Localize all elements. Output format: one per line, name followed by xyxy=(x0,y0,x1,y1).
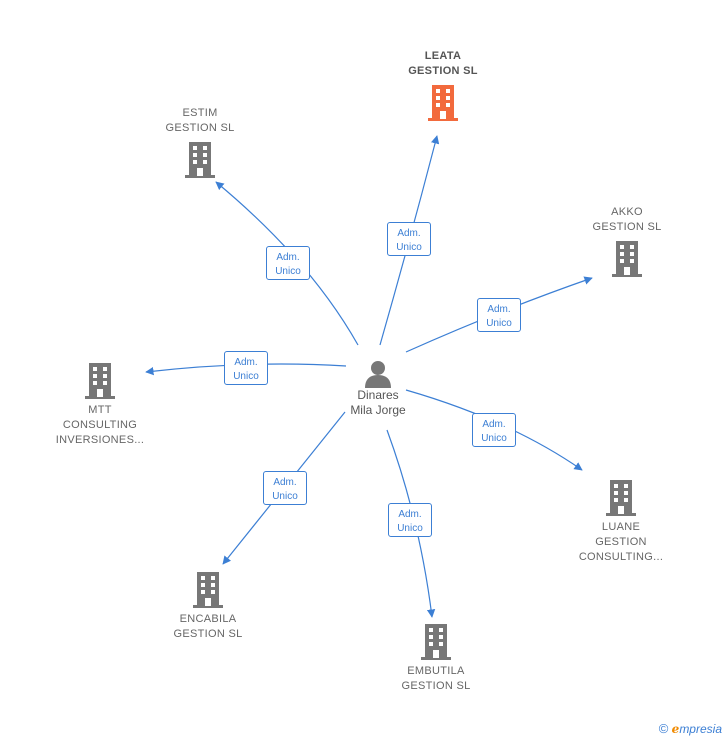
building-icon xyxy=(606,480,636,516)
relation-label-mtt[interactable]: Adm.Unico xyxy=(224,351,268,385)
relation-label-luane[interactable]: Adm.Unico xyxy=(472,413,516,447)
company-label-luane: LUANE GESTION CONSULTING... xyxy=(578,521,664,563)
building-icon xyxy=(612,241,642,277)
brand-footer: © empresia xyxy=(659,721,722,736)
company-node-embutila[interactable]: EMBUTILA GESTION SL xyxy=(381,624,491,694)
relation-label-leata[interactable]: Adm.Unico xyxy=(387,222,431,256)
company-node-estim[interactable]: ESTIM GESTION SL xyxy=(145,106,255,178)
relation-label-embutila[interactable]: Adm.Unico xyxy=(388,503,432,537)
company-node-leata[interactable]: LEATA GESTION SL xyxy=(388,49,498,121)
company-node-luane[interactable]: LUANE GESTION CONSULTING... xyxy=(566,480,676,565)
copyright-symbol: © xyxy=(658,721,669,736)
company-label-leata: LEATA GESTION SL xyxy=(408,50,478,77)
person-node[interactable]: Dinares Mila Jorge xyxy=(330,358,426,418)
brand-name: mpresia xyxy=(679,722,722,736)
building-icon xyxy=(85,363,115,399)
person-name: Dinares Mila Jorge xyxy=(350,388,406,417)
relation-label-estim[interactable]: Adm.Unico xyxy=(266,246,310,280)
building-icon xyxy=(421,624,451,660)
company-node-encabila[interactable]: ENCABILA GESTION SL xyxy=(153,572,263,642)
company-label-embutila: EMBUTILA GESTION SL xyxy=(401,665,471,692)
building-icon xyxy=(185,142,215,178)
building-icon xyxy=(428,85,458,121)
company-node-akko[interactable]: AKKO GESTION SL xyxy=(572,205,682,277)
building-icon xyxy=(193,572,223,608)
relation-label-encabila[interactable]: Adm.Unico xyxy=(263,471,307,505)
company-label-estim: ESTIM GESTION SL xyxy=(165,107,235,134)
brand-logo-initial: e xyxy=(671,722,680,736)
company-node-mtt[interactable]: MTT CONSULTING INVERSIONES... xyxy=(45,363,155,448)
company-label-encabila: ENCABILA GESTION SL xyxy=(173,613,243,640)
relation-label-akko[interactable]: Adm.Unico xyxy=(477,298,521,332)
company-label-mtt: MTT CONSULTING INVERSIONES... xyxy=(55,404,145,446)
company-label-akko: AKKO GESTION SL xyxy=(592,206,662,233)
person-icon xyxy=(365,361,391,388)
